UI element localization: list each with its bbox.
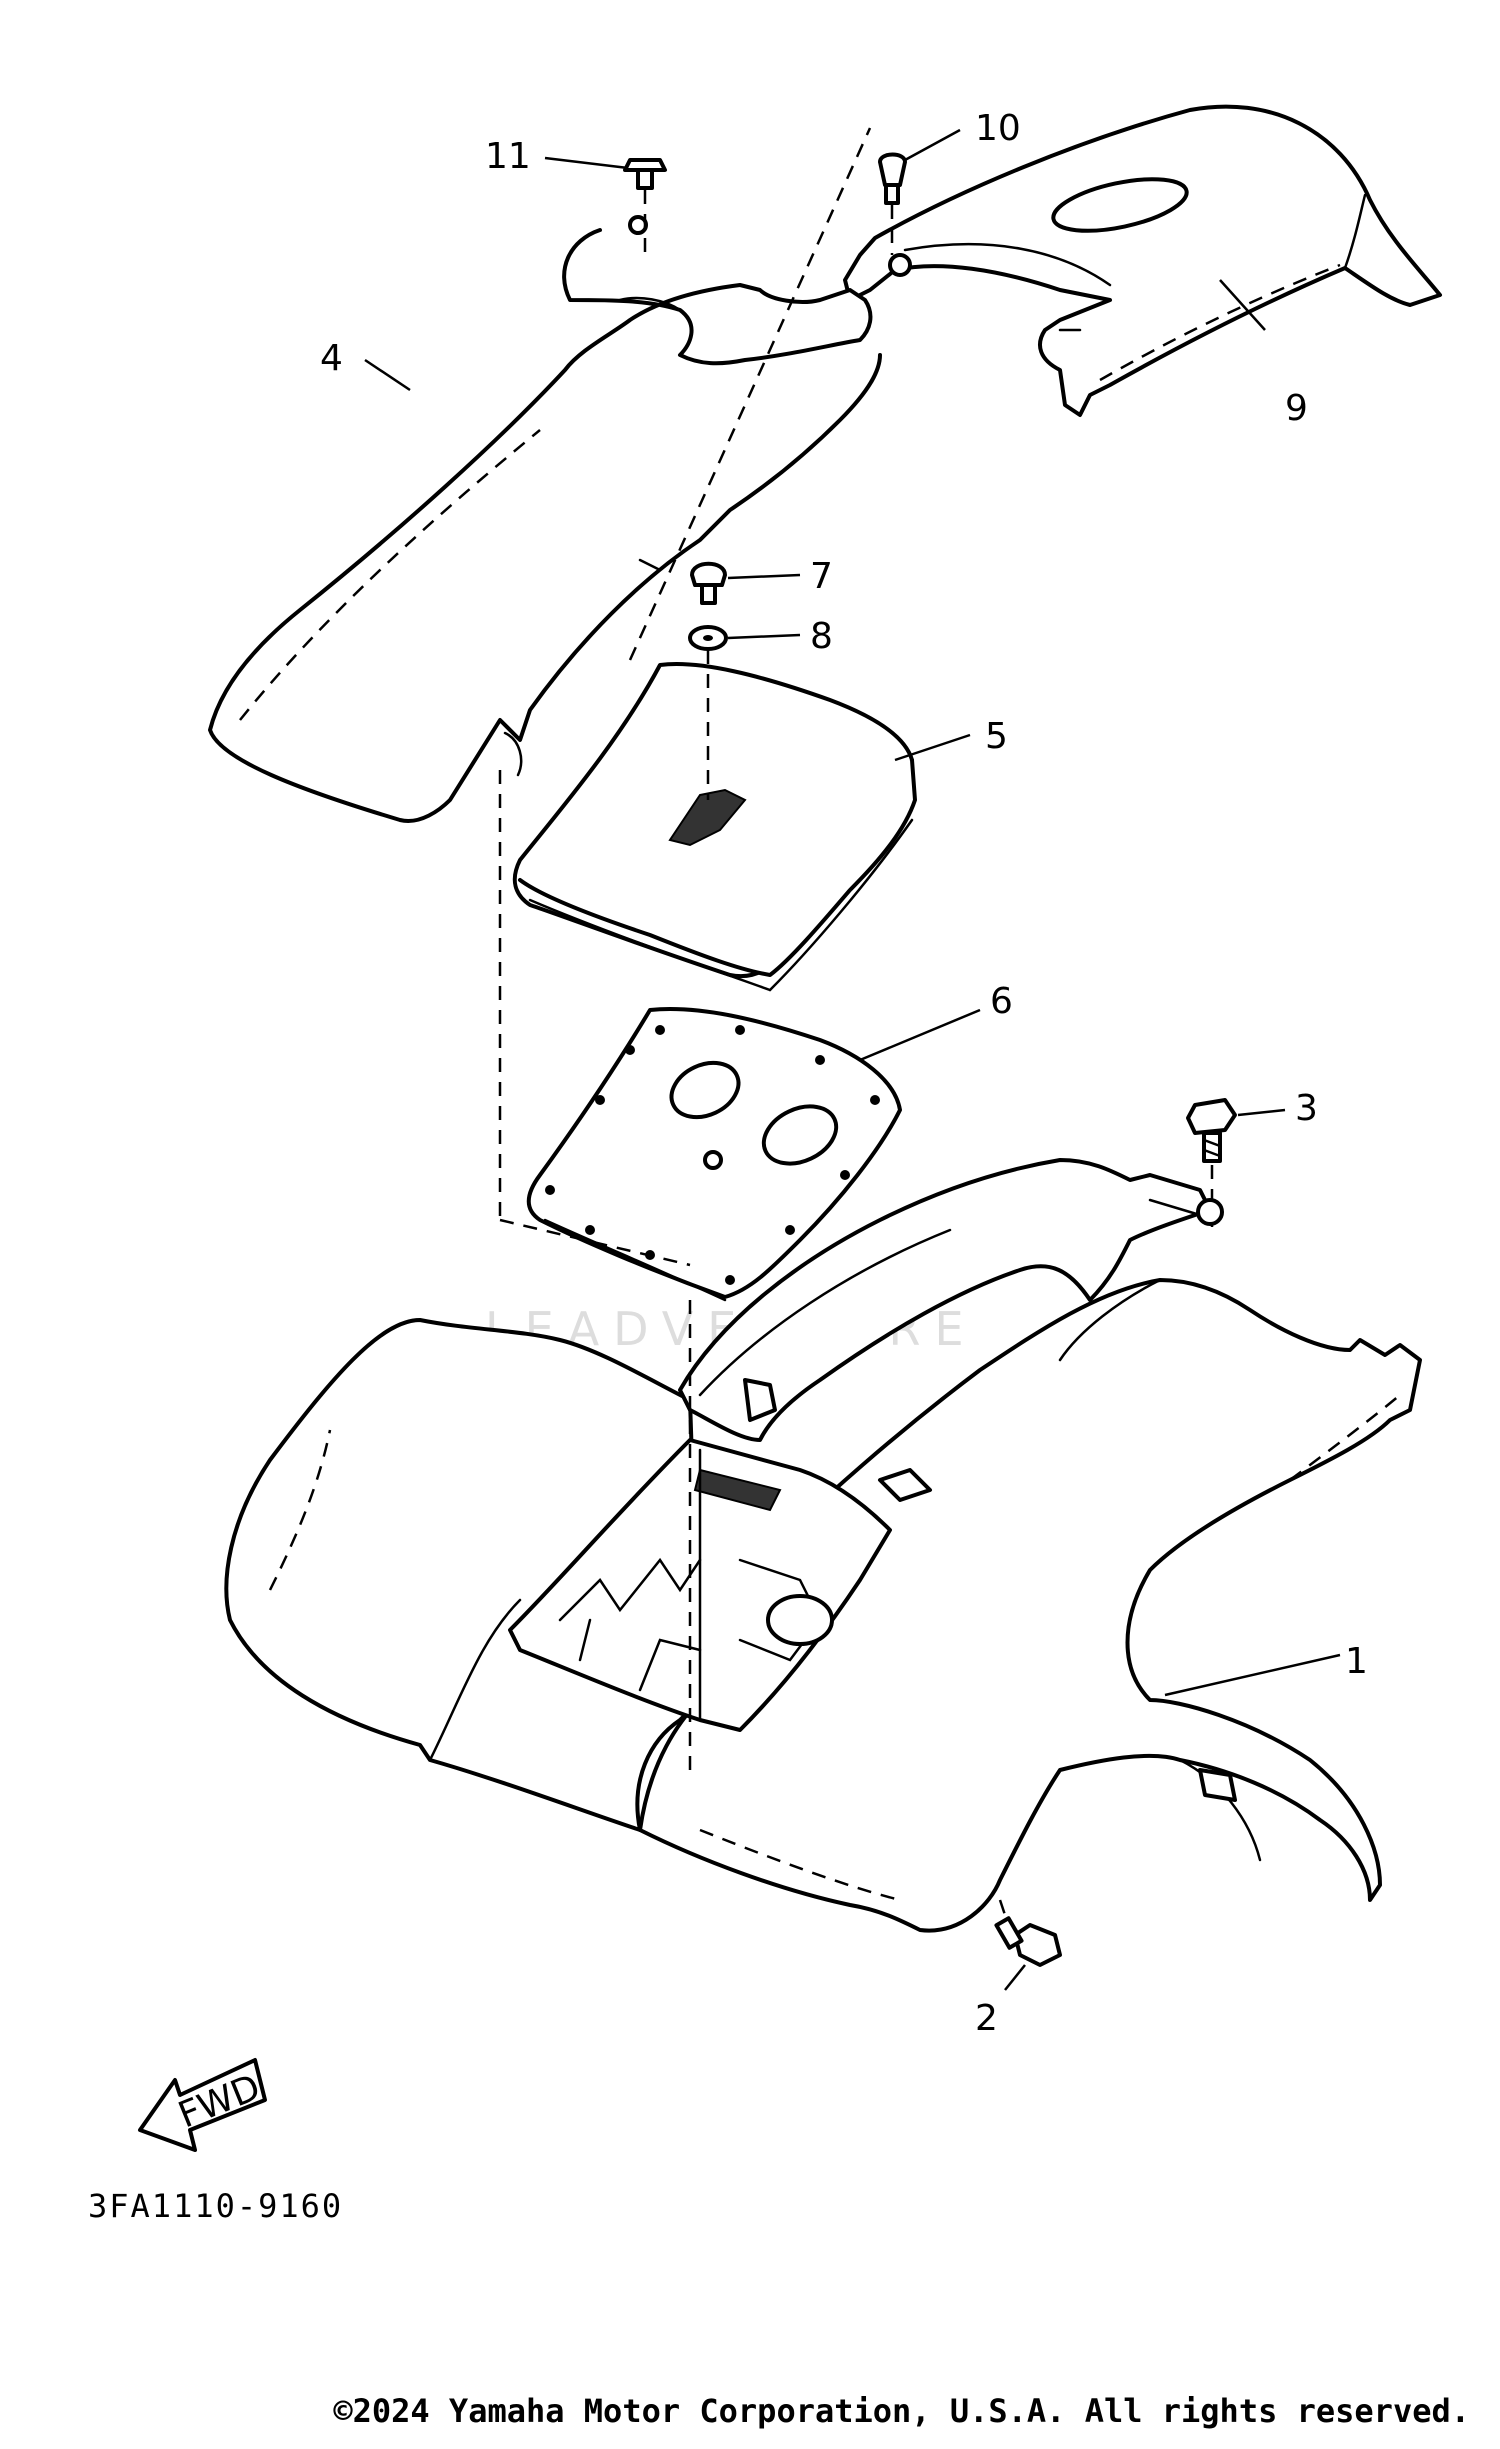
callout-2: 2 [975,1998,998,2039]
callout-3: 3 [1295,1088,1318,1129]
callout-10: 10 [975,108,1021,149]
callout-5: 5 [985,716,1008,757]
assembly-lines [498,127,1012,1931]
callouts: 1 2 3 4 5 6 7 8 9 10 11 [320,108,1368,2039]
callout-1: 1 [1345,1641,1368,1682]
callout-4: 4 [320,338,343,379]
copyright-notice: ©2024 Yamaha Motor Corporation, U.S.A. A… [333,2392,1470,2430]
leader-lines [364,128,1341,1991]
callout-11: 11 [485,136,531,177]
callout-7: 7 [810,556,833,597]
part-3-bolt [1186,1098,1237,1230]
callout-6: 6 [990,981,1013,1022]
part-9-rear-cover [843,104,1442,417]
part-6-gasket [526,1007,902,1302]
part-10-fastener [878,152,907,255]
callout-8: 8 [810,616,833,657]
part-7-screw [690,561,727,605]
part-code: 3FA1110-9160 [88,2187,343,2225]
part-4-rear-flap [208,215,882,823]
fwd-arrow: FWD [138,2058,267,2152]
part-11-fastener [623,158,667,260]
part-1-rear-fender [224,1158,1422,1933]
part-2-bolt [994,1916,1062,1967]
part-5-box-lid [512,662,917,992]
part-8-washer [688,625,728,651]
callout-9: 9 [1285,388,1308,429]
